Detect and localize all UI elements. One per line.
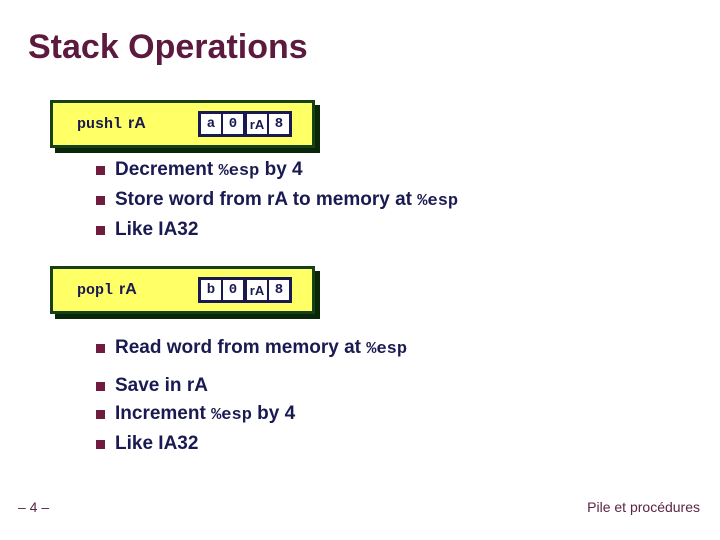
- bullet-text: Save in rA: [115, 375, 208, 397]
- bullet-item: Like IA32: [96, 219, 458, 241]
- encoding-byte-group: a 0: [201, 114, 243, 134]
- bullet-text-segment: Like IA32: [115, 219, 199, 240]
- pushl-bullet-list: Decrement %esp by 4 Store word from rA t…: [96, 159, 458, 247]
- bullet-text-segment: by 4: [251, 403, 296, 424]
- page-number: – 4 –: [18, 499, 50, 515]
- encoding-nibble: a: [201, 114, 221, 134]
- encoding-nibble: rA: [247, 114, 267, 134]
- popl-encoding-bytes: b 0 rA 8: [198, 277, 292, 303]
- bullet-item: Save in rA: [96, 375, 407, 397]
- bullet-text-segment: Increment: [115, 403, 212, 424]
- bullet-square-icon: [96, 382, 105, 391]
- bullet-text: Increment %esp by 4: [115, 403, 295, 427]
- encoding-byte-group: rA 8: [247, 280, 289, 300]
- bullet-text-segment: Like IA32: [115, 433, 199, 454]
- footer-course-title: Pile et procédures: [587, 499, 700, 515]
- popl-operand: rA: [119, 281, 137, 298]
- bullet-text: Read word from memory at %esp: [115, 337, 407, 361]
- pushl-mnemonic: pushl: [77, 116, 123, 133]
- bullet-text-segment: Decrement: [115, 159, 219, 180]
- bullet-square-icon: [96, 196, 105, 205]
- bullet-text: Store word from rA to memory at %esp: [115, 189, 458, 213]
- bullet-item: Increment %esp by 4: [96, 403, 407, 427]
- bullet-square-icon: [96, 410, 105, 419]
- bullet-text-mono-segment: %esp: [366, 340, 408, 359]
- encoding-nibble: 0: [223, 280, 243, 300]
- encoding-byte-group: b 0: [201, 280, 243, 300]
- bullet-text-segment: Read word from memory at: [115, 337, 367, 358]
- pushl-operand: rA: [128, 115, 146, 132]
- encoding-nibble: 0: [223, 114, 243, 134]
- bullet-text-segment: by 4: [259, 159, 303, 180]
- bullet-text: Like IA32: [115, 433, 198, 455]
- bullet-text-segment: Save in rA: [115, 375, 208, 396]
- bullet-square-icon: [96, 166, 105, 175]
- popl-mnemonic: popl: [77, 282, 114, 299]
- encoding-nibble: rA: [247, 280, 267, 300]
- bullet-square-icon: [96, 440, 105, 449]
- bullet-square-icon: [96, 344, 105, 353]
- bullet-text-segment: Store word from rA to memory at: [115, 189, 418, 210]
- slide-title: Stack Operations: [28, 28, 308, 66]
- bullet-square-icon: [96, 226, 105, 235]
- bullet-text: Like IA32: [115, 219, 198, 241]
- bullet-text-mono-segment: %esp: [218, 162, 260, 181]
- pushl-encoding-bytes: a 0 rA 8: [198, 111, 292, 137]
- bullet-item: Decrement %esp by 4: [96, 159, 458, 183]
- encoding-byte-group: rA 8: [247, 114, 289, 134]
- encoding-nibble: b: [201, 280, 221, 300]
- popl-bullet-list: Read word from memory at %esp Save in rA…: [96, 337, 407, 461]
- bullet-item: Read word from memory at %esp: [96, 337, 407, 361]
- encoding-nibble: 8: [269, 280, 289, 300]
- bullet-item: Like IA32: [96, 433, 407, 455]
- bullet-text: Decrement %esp by 4: [115, 159, 303, 183]
- bullet-item: Store word from rA to memory at %esp: [96, 189, 458, 213]
- bullet-text-mono-segment: %esp: [417, 192, 459, 211]
- bullet-text-mono-segment: %esp: [211, 406, 252, 425]
- encoding-nibble: 8: [269, 114, 289, 134]
